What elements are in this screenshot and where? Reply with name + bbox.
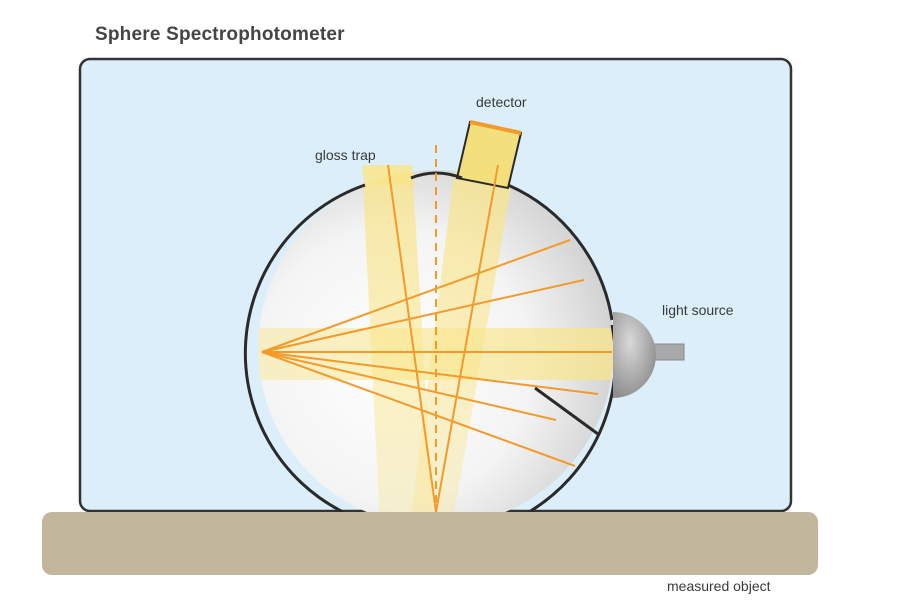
sphere-outline-upper-right xyxy=(507,183,614,321)
ray xyxy=(261,351,576,467)
light-source-label: light source xyxy=(662,302,734,318)
detector-sensor xyxy=(469,120,522,135)
ray xyxy=(435,164,499,513)
gloss-trap-opening-beam xyxy=(362,165,414,185)
detector-beam xyxy=(410,170,515,526)
measured-object xyxy=(42,512,818,575)
light-source xyxy=(613,312,656,398)
ray xyxy=(261,279,585,353)
rays xyxy=(261,164,612,513)
diagram-title: Sphere Spectrophotometer xyxy=(95,24,345,45)
measured-object-label: measured object xyxy=(667,578,771,594)
gloss-trap-beam xyxy=(362,170,434,526)
ray xyxy=(261,239,571,353)
baffle xyxy=(534,386,599,436)
ray xyxy=(261,351,599,395)
sphere-outline xyxy=(243,183,366,514)
detector-label: detector xyxy=(476,94,527,110)
ray xyxy=(387,164,437,513)
gloss-trap-label: gloss trap xyxy=(315,147,376,163)
ray xyxy=(261,351,557,421)
